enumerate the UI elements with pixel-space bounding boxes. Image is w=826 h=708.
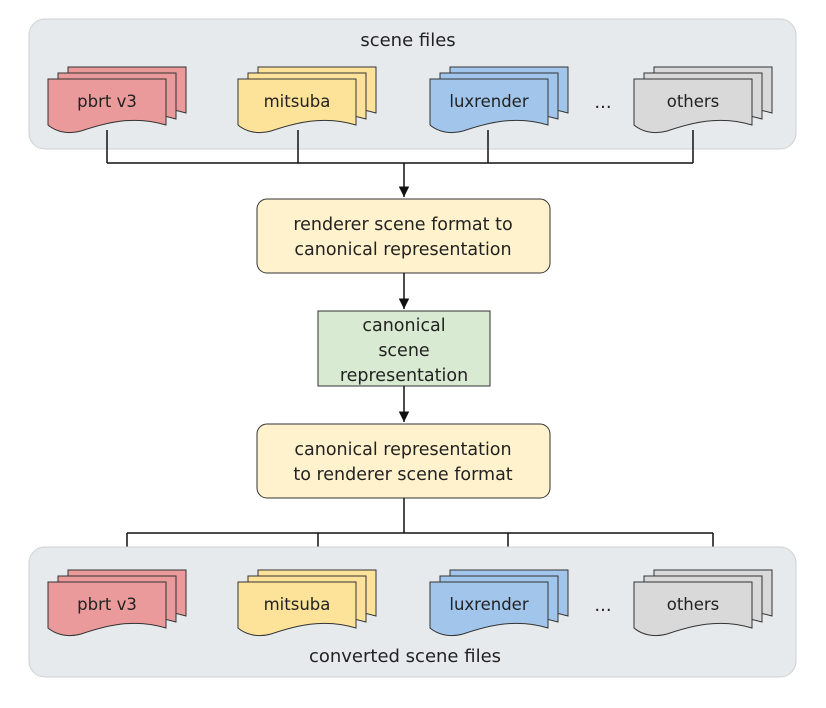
output-doc-label: mitsuba bbox=[264, 595, 331, 614]
output-group-panel bbox=[28, 546, 797, 678]
output-doc-pbrt-v3: pbrt v3 bbox=[47, 569, 187, 637]
output-doc-page bbox=[633, 581, 753, 637]
input-doc-page bbox=[429, 78, 549, 134]
input-doc-label: others bbox=[667, 92, 720, 111]
canonical-line2: scene bbox=[378, 341, 429, 361]
input-doc-others: others bbox=[633, 66, 773, 134]
from-canonical-line1: canonical representation bbox=[294, 440, 511, 460]
input-doc-label: mitsuba bbox=[264, 92, 331, 111]
input-group-label: scene files bbox=[360, 30, 455, 51]
output-doc-others: others bbox=[633, 569, 773, 637]
input-doc-page bbox=[47, 78, 167, 134]
canonical-line3: representation bbox=[340, 366, 468, 386]
output-doc-page bbox=[237, 581, 357, 637]
output-doc-page bbox=[47, 581, 167, 637]
output-ellipsis: ... bbox=[594, 595, 611, 616]
output-doc-mitsuba: mitsuba bbox=[237, 569, 377, 637]
from-canonical-step-box bbox=[256, 423, 551, 499]
input-ellipsis: ... bbox=[594, 92, 611, 113]
input-doc-label: pbrt v3 bbox=[77, 92, 137, 111]
input-doc-luxrender: luxrender bbox=[429, 66, 569, 134]
from-canonical-line2: to renderer scene format bbox=[293, 465, 512, 485]
input-connector-lines bbox=[106, 130, 694, 197]
output-doc-label: luxrender bbox=[449, 595, 528, 614]
to-canonical-line2: canonical representation bbox=[294, 240, 511, 260]
to-canonical-line1: renderer scene format to bbox=[293, 215, 512, 235]
input-doc-label: luxrender bbox=[449, 92, 528, 111]
canonical-representation-box bbox=[317, 310, 491, 387]
canonical-line1: canonical bbox=[362, 316, 445, 336]
output-doc-luxrender: luxrender bbox=[429, 569, 569, 637]
input-doc-page bbox=[633, 78, 753, 134]
input-group-panel bbox=[28, 18, 797, 150]
input-doc-mitsuba: mitsuba bbox=[237, 66, 377, 134]
input-doc-pbrt-v3: pbrt v3 bbox=[47, 66, 187, 134]
to-canonical-step-box bbox=[256, 198, 551, 274]
input-doc-page bbox=[237, 78, 357, 134]
output-doc-label: pbrt v3 bbox=[77, 595, 137, 614]
output-doc-page bbox=[429, 581, 549, 637]
output-doc-label: others bbox=[667, 595, 720, 614]
output-group-label: converted scene files bbox=[309, 646, 501, 667]
